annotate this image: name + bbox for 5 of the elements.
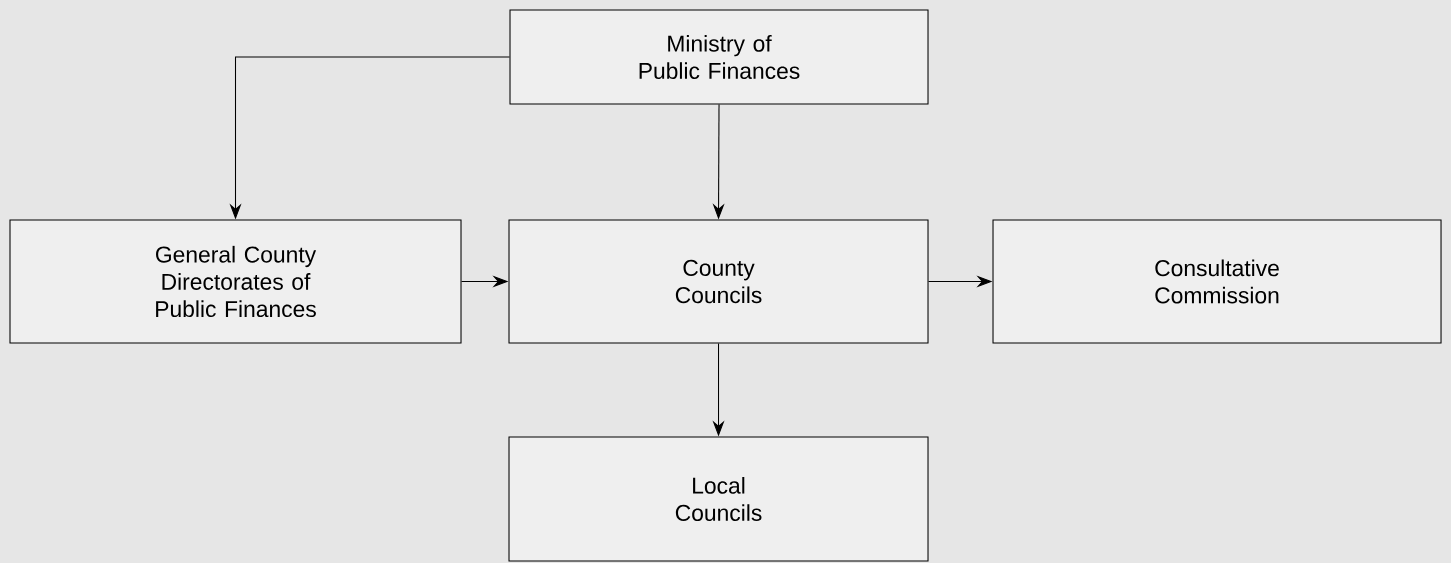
org-box: Consultative Commission bbox=[992, 219, 1442, 344]
org-box: Ministry of Public Finances bbox=[509, 9, 929, 105]
org-box: Local Councils bbox=[508, 436, 929, 562]
org-box: General County Directorates of Public Finances bbox=[9, 219, 462, 344]
org-box: County Councils bbox=[508, 219, 929, 344]
